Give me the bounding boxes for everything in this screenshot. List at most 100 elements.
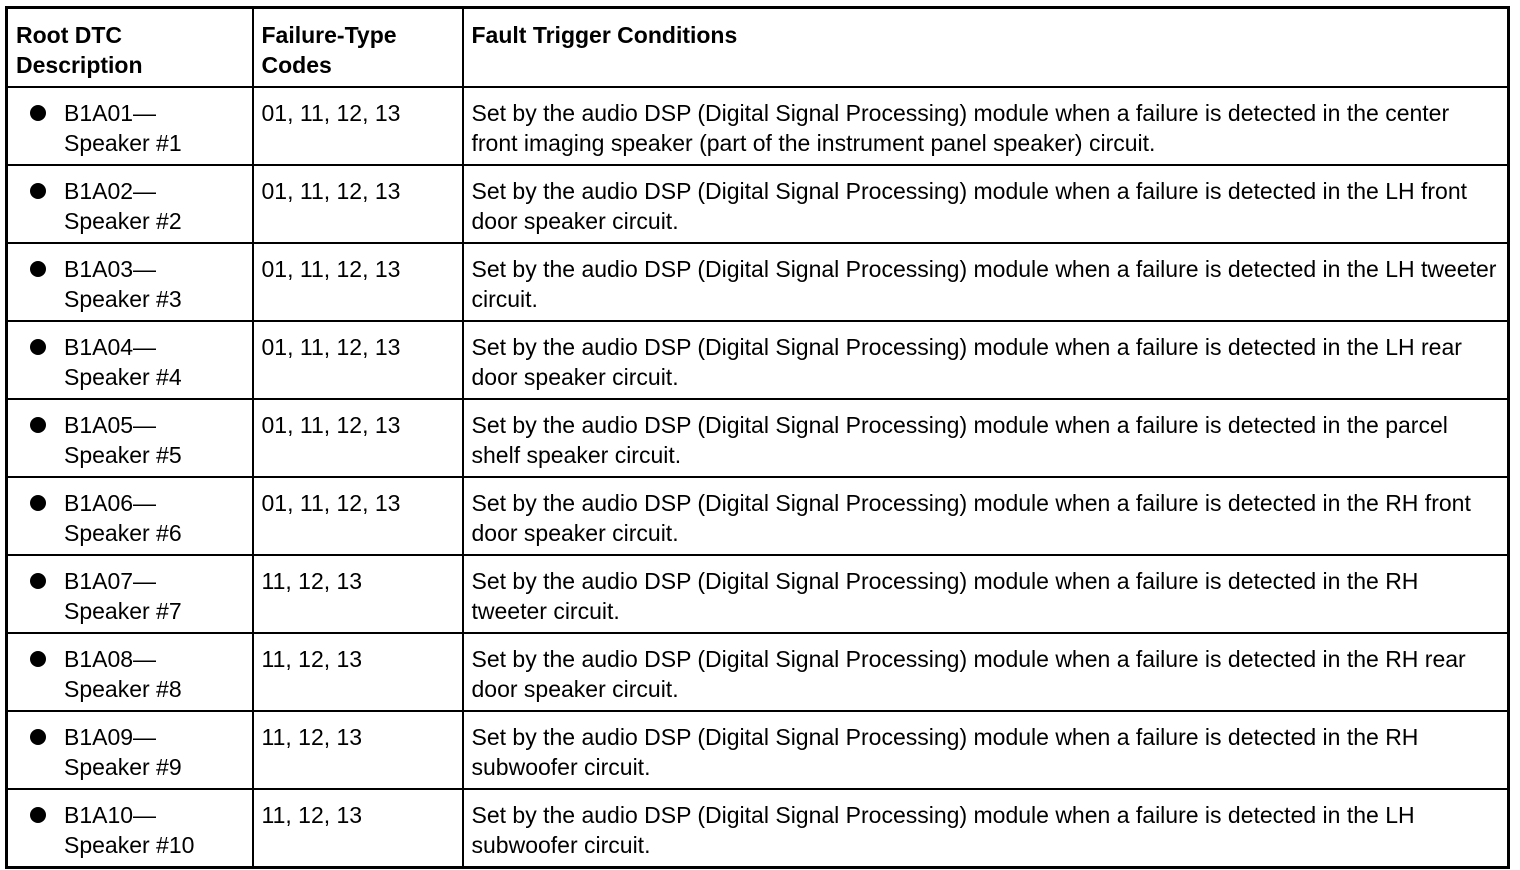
dtc-text: B1A06— Speaker #6 xyxy=(64,488,182,548)
root-dtc-cell: B1A05— Speaker #5 xyxy=(5,398,254,478)
dtc-speaker: Speaker #3 xyxy=(64,286,182,312)
bullet-icon xyxy=(30,183,46,199)
failure-type-codes-cell: 01, 11, 12, 13 xyxy=(251,320,464,400)
dtc-entry: B1A06— Speaker #6 xyxy=(16,488,244,548)
dtc-table: Root DTC Description Failure-Type Codes … xyxy=(5,6,1510,869)
dtc-entry: B1A07— Speaker #7 xyxy=(16,566,244,626)
fault-trigger-condition-cell: Set by the audio DSP (Digital Signal Pro… xyxy=(461,86,1510,166)
root-dtc-cell: B1A04— Speaker #4 xyxy=(5,320,254,400)
dtc-speaker: Speaker #10 xyxy=(64,832,195,858)
root-dtc-cell: B1A09— Speaker #9 xyxy=(5,710,254,790)
fault-trigger-condition-cell: Set by the audio DSP (Digital Signal Pro… xyxy=(461,320,1510,400)
bullet-icon xyxy=(30,105,46,121)
dtc-code: B1A04— xyxy=(64,334,157,360)
root-dtc-cell: B1A02— Speaker #2 xyxy=(5,164,254,244)
failure-type-codes-cell: 11, 12, 13 xyxy=(251,632,464,712)
dtc-text: B1A03— Speaker #3 xyxy=(64,254,182,314)
dtc-speaker: Speaker #2 xyxy=(64,208,182,234)
dtc-text: B1A02— Speaker #2 xyxy=(64,176,182,236)
header-col2-line1: Failure-Type xyxy=(261,22,397,48)
dtc-text: B1A09— Speaker #9 xyxy=(64,722,182,782)
dtc-code: B1A08— xyxy=(64,646,157,672)
bullet-icon xyxy=(30,261,46,277)
dtc-text: B1A07— Speaker #7 xyxy=(64,566,182,626)
root-dtc-cell: B1A01— Speaker #1 xyxy=(5,86,254,166)
fault-trigger-condition-cell: Set by the audio DSP (Digital Signal Pro… xyxy=(461,398,1510,478)
header-col2-line2: Codes xyxy=(261,52,332,78)
failure-type-codes-cell: 11, 12, 13 xyxy=(251,710,464,790)
dtc-code: B1A06— xyxy=(64,490,157,516)
failure-type-codes-cell: 01, 11, 12, 13 xyxy=(251,476,464,556)
dtc-speaker: Speaker #4 xyxy=(64,364,182,390)
fault-trigger-condition-cell: Set by the audio DSP (Digital Signal Pro… xyxy=(461,632,1510,712)
dtc-speaker: Speaker #1 xyxy=(64,130,182,156)
dtc-entry: B1A08— Speaker #8 xyxy=(16,644,244,704)
header-col1-line1: Root DTC xyxy=(16,22,123,48)
fault-trigger-condition-cell: Set by the audio DSP (Digital Signal Pro… xyxy=(461,242,1510,322)
fault-trigger-condition-cell: Set by the audio DSP (Digital Signal Pro… xyxy=(461,164,1510,244)
dtc-text: B1A04— Speaker #4 xyxy=(64,332,182,392)
dtc-code: B1A07— xyxy=(64,568,157,594)
dtc-code: B1A03— xyxy=(64,256,157,282)
dtc-entry: B1A10— Speaker #10 xyxy=(16,800,244,860)
dtc-text: B1A01— Speaker #1 xyxy=(64,98,182,158)
root-dtc-cell: B1A10— Speaker #10 xyxy=(5,788,254,869)
dtc-entry: B1A05— Speaker #5 xyxy=(16,410,244,470)
bullet-icon xyxy=(30,339,46,355)
dtc-entry: B1A01— Speaker #1 xyxy=(16,98,244,158)
dtc-speaker: Speaker #8 xyxy=(64,676,182,702)
failure-type-codes-cell: 11, 12, 13 xyxy=(251,554,464,634)
bullet-icon xyxy=(30,417,46,433)
header-failure-type-codes: Failure-Type Codes xyxy=(251,6,464,88)
dtc-speaker: Speaker #6 xyxy=(64,520,182,546)
dtc-code: B1A09— xyxy=(64,724,157,750)
fault-trigger-condition-cell: Set by the audio DSP (Digital Signal Pro… xyxy=(461,710,1510,790)
dtc-code: B1A10— xyxy=(64,802,157,828)
root-dtc-cell: B1A03— Speaker #3 xyxy=(5,242,254,322)
bullet-icon xyxy=(30,495,46,511)
table-header-row: Root DTC Description Failure-Type Codes … xyxy=(5,6,1510,88)
failure-type-codes-cell: 01, 11, 12, 13 xyxy=(251,164,464,244)
failure-type-codes-cell: 01, 11, 12, 13 xyxy=(251,86,464,166)
dtc-entry: B1A04— Speaker #4 xyxy=(16,332,244,392)
dtc-code: B1A01— xyxy=(64,100,157,126)
failure-type-codes-cell: 01, 11, 12, 13 xyxy=(251,398,464,478)
dtc-text: B1A05— Speaker #5 xyxy=(64,410,182,470)
failure-type-codes-cell: 01, 11, 12, 13 xyxy=(251,242,464,322)
header-fault-trigger-conditions: Fault Trigger Conditions xyxy=(461,6,1510,88)
dtc-text: B1A10— Speaker #10 xyxy=(64,800,194,860)
root-dtc-cell: B1A06— Speaker #6 xyxy=(5,476,254,556)
root-dtc-cell: B1A07— Speaker #7 xyxy=(5,554,254,634)
failure-type-codes-cell: 11, 12, 13 xyxy=(251,788,464,869)
fault-trigger-condition-cell: Set by the audio DSP (Digital Signal Pro… xyxy=(461,476,1510,556)
bullet-icon xyxy=(30,573,46,589)
fault-trigger-condition-cell: Set by the audio DSP (Digital Signal Pro… xyxy=(461,554,1510,634)
dtc-text: B1A08— Speaker #8 xyxy=(64,644,182,704)
bullet-icon xyxy=(30,807,46,823)
fault-trigger-condition-cell: Set by the audio DSP (Digital Signal Pro… xyxy=(461,788,1510,869)
dtc-entry: B1A02— Speaker #2 xyxy=(16,176,244,236)
header-root-dtc-description: Root DTC Description xyxy=(5,6,254,88)
dtc-speaker: Speaker #9 xyxy=(64,754,182,780)
dtc-speaker: Speaker #7 xyxy=(64,598,182,624)
dtc-entry: B1A03— Speaker #3 xyxy=(16,254,244,314)
dtc-code: B1A02— xyxy=(64,178,157,204)
dtc-code: B1A05— xyxy=(64,412,157,438)
header-col1-line2: Description xyxy=(16,52,143,78)
bullet-icon xyxy=(30,729,46,745)
dtc-speaker: Speaker #5 xyxy=(64,442,182,468)
root-dtc-cell: B1A08— Speaker #8 xyxy=(5,632,254,712)
bullet-icon xyxy=(30,651,46,667)
dtc-entry: B1A09— Speaker #9 xyxy=(16,722,244,782)
